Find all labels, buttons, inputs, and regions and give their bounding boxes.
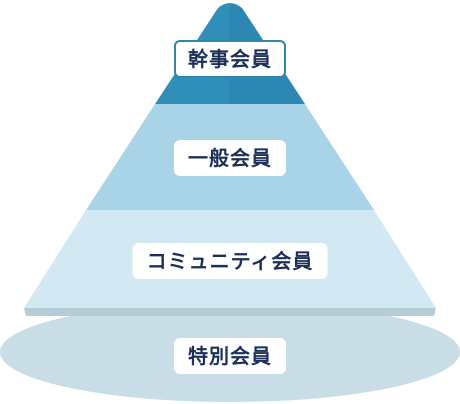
base-shadow	[24, 308, 436, 316]
tier-label-tokubetsu: 特別会員	[174, 338, 286, 374]
tier-label-ippan: 一般会員	[174, 140, 286, 176]
tier-label-community: コミュニティ会員	[132, 243, 328, 279]
tier-label-kanji: 幹事会員	[174, 40, 286, 78]
